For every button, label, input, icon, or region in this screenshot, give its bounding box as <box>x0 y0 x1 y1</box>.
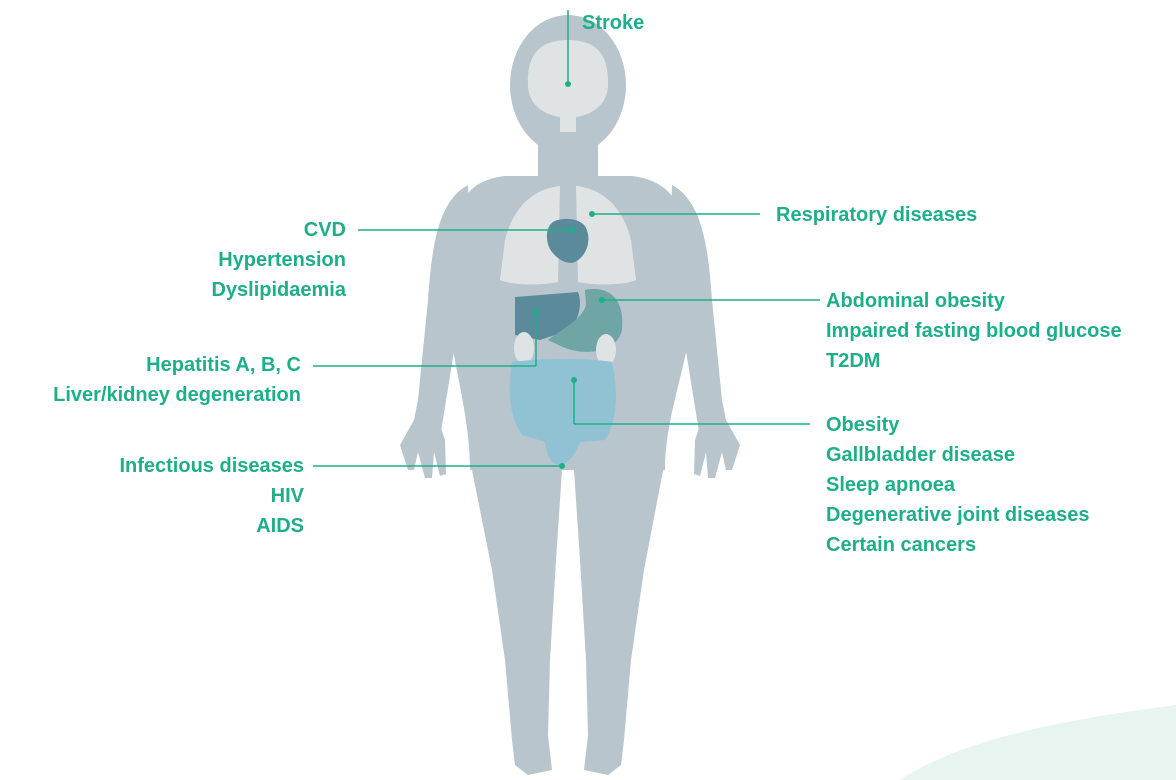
stomach-dot <box>599 297 605 303</box>
stomach-label-group: Abdominal obesity Impaired fasting blood… <box>826 286 1122 376</box>
liver-dot <box>533 309 539 315</box>
stomach-label-2: Impaired fasting blood glucose <box>826 316 1122 346</box>
heart-label-3: Dyslipidaemia <box>211 275 346 305</box>
right-leg <box>574 460 665 775</box>
liver-label-group: Hepatitis A, B, C Liver/kidney degenerat… <box>53 350 301 410</box>
intestine-label-2: Gallbladder disease <box>826 440 1089 470</box>
heart-dot <box>569 227 575 233</box>
genital-label-group: Infectious diseases HIV AIDS <box>119 451 304 541</box>
genital-label-3: AIDS <box>119 511 304 541</box>
intestine-label-3: Sleep apnoea <box>826 470 1089 500</box>
lungs-label-1: Respiratory diseases <box>776 200 977 230</box>
right-hand <box>694 420 740 478</box>
stomach-label-1: Abdominal obesity <box>826 286 1122 316</box>
genital-dot <box>559 463 565 469</box>
lungs-dot <box>589 211 595 217</box>
left-hand <box>400 420 446 478</box>
intestine-label-5: Certain cancers <box>826 530 1089 560</box>
liver-label-2: Liver/kidney degeneration <box>53 380 301 410</box>
intestine-label-group: Obesity Gallbladder disease Sleep apnoea… <box>826 410 1089 560</box>
intestine-dot <box>571 377 577 383</box>
left-kidney <box>514 332 534 364</box>
intestine-label-4: Degenerative joint diseases <box>826 500 1089 530</box>
brain-label-1: Stroke <box>582 8 644 38</box>
lungs-label-group: Respiratory diseases <box>776 200 977 230</box>
left-leg <box>470 460 562 775</box>
genital-label-2: HIV <box>119 481 304 511</box>
brain-dot <box>565 81 571 87</box>
brain-label-group: Stroke <box>582 8 644 38</box>
intestine-label-1: Obesity <box>826 410 1089 440</box>
heart-label-1: CVD <box>211 215 346 245</box>
liver-label-1: Hepatitis A, B, C <box>53 350 301 380</box>
heart-label-2: Hypertension <box>211 245 346 275</box>
decorative-corner-shape <box>900 705 1176 780</box>
genital-label-1: Infectious diseases <box>119 451 304 481</box>
heart-label-group: CVD Hypertension Dyslipidaemia <box>211 215 346 305</box>
stomach-label-3: T2DM <box>826 346 1122 376</box>
